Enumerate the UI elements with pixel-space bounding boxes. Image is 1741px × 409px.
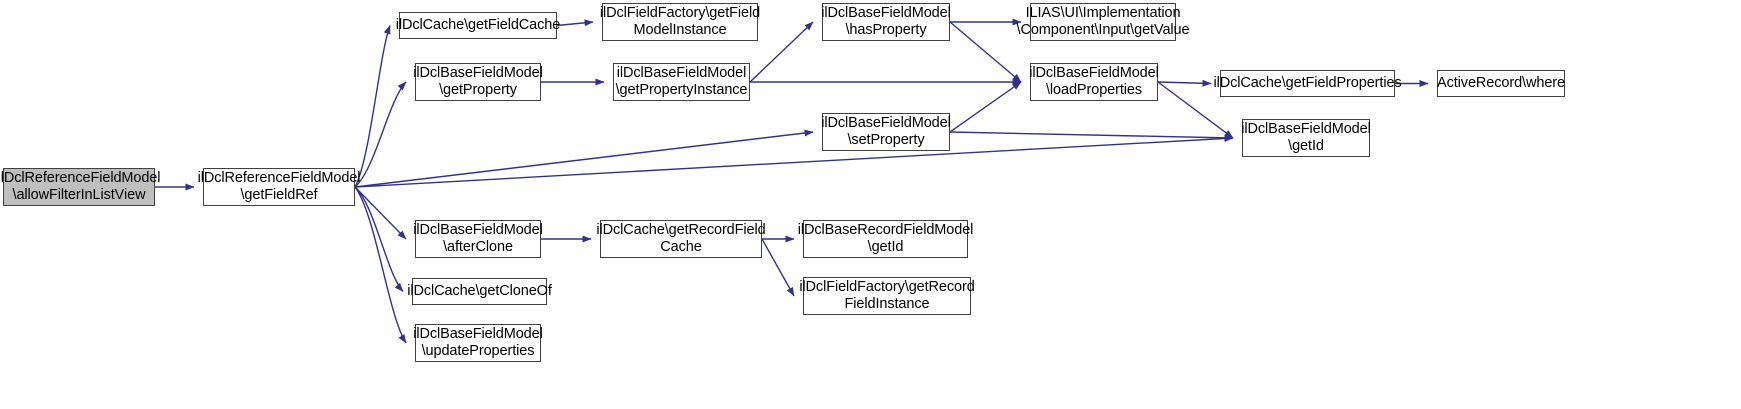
graph-edge-n1-to-n12 <box>354 134 1234 188</box>
graph-node-n12[interactable]: ilDclBaseFieldModel \getId <box>1241 119 1371 157</box>
graph-node-n13[interactable]: ilDclBaseFieldModel \afterClone <box>413 220 543 258</box>
graph-node-n9[interactable]: ilDclCache\getFieldProperties <box>1213 70 1402 97</box>
graph-node-n5[interactable]: ilDclBaseFieldModel \getPropertyInstance <box>613 63 750 101</box>
graph-edge-n2-to-n4 <box>556 19 594 27</box>
graph-node-n15[interactable]: ilDclBaseRecordFieldModel \getId <box>798 220 973 258</box>
graph-node-n4[interactable]: ilDclFieldFactory\getField ModelInstance <box>600 3 760 41</box>
graph-edge-n14-to-n16 <box>761 238 795 297</box>
graph-edge-n8-to-n9 <box>1157 79 1212 87</box>
graph-node-n1[interactable]: ilDclReferenceFieldModel \getFieldRef <box>198 168 361 206</box>
graph-edge-n6-to-n8 <box>949 21 1022 83</box>
graph-edge-n11-to-n12 <box>949 131 1234 142</box>
graph-node-n0[interactable]: ilDclReferenceFieldModel \allowFilterInL… <box>0 168 161 206</box>
graph-node-n18[interactable]: ilDclBaseFieldModel \updateProperties <box>413 324 543 362</box>
graph-node-n10[interactable]: ActiveRecord\where <box>1437 70 1565 97</box>
graph-node-n3[interactable]: ilDclBaseFieldModel \getProperty <box>413 63 543 101</box>
graph-node-n2[interactable]: ilDclCache\getFieldCache <box>396 12 560 39</box>
graph-node-n14[interactable]: ilDclCache\getRecordField Cache <box>596 220 766 258</box>
graph-edge-n1-to-n18 <box>354 186 407 344</box>
graph-edge-n1-to-n3 <box>354 81 407 188</box>
graph-edge-n11-to-n8 <box>949 81 1022 133</box>
graph-node-n7[interactable]: ILIAS\UI\Implementation \Component\Input… <box>1017 3 1190 41</box>
graph-edge-n1-to-n2 <box>354 25 391 188</box>
graph-node-n17[interactable]: ilDclCache\getCloneOf <box>407 278 552 305</box>
graph-edge-n1-to-n17 <box>354 186 404 292</box>
graph-node-n11[interactable]: ilDclBaseFieldModel \setProperty <box>821 113 951 151</box>
graph-node-n8[interactable]: ilDclBaseFieldModel \loadProperties <box>1029 63 1159 101</box>
graph-edge-n1-to-n13 <box>354 186 407 240</box>
graph-node-n16[interactable]: ilDclFieldFactory\getRecord FieldInstanc… <box>799 277 975 315</box>
graph-node-n6[interactable]: ilDclBaseFieldModel \hasProperty <box>821 3 951 41</box>
graph-edge-n1-to-n11 <box>354 129 814 188</box>
